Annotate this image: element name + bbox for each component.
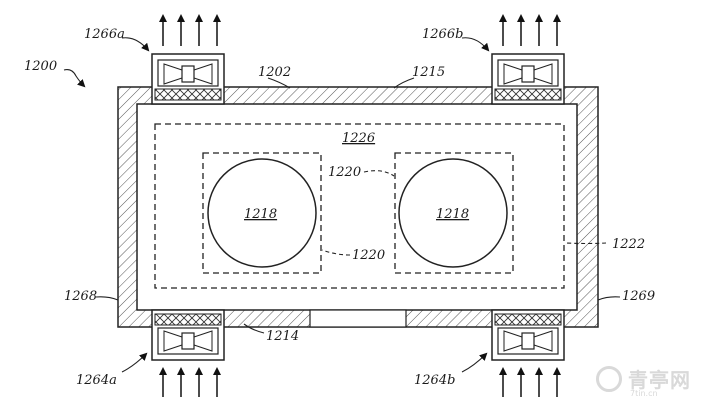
leader-1264b xyxy=(461,352,488,373)
leader-1266b xyxy=(461,37,490,52)
airflow-arrows-top-left xyxy=(159,14,221,46)
label-1264a: 1264a xyxy=(76,373,117,388)
label-1218-right: 1218 xyxy=(436,207,469,222)
fan-1264b xyxy=(491,309,565,361)
leader-1264a xyxy=(121,352,148,373)
fan-1266a xyxy=(151,53,225,105)
leader-1202 xyxy=(267,77,291,89)
bottom-opening xyxy=(309,309,407,328)
label-1220-bottom: 1220 xyxy=(352,248,385,263)
label-1218-left: 1218 xyxy=(244,207,277,222)
region-1226 xyxy=(154,123,565,289)
airflow-arrows-bottom-right xyxy=(499,367,561,397)
fan-1266b xyxy=(491,53,565,105)
airflow-arrows-bottom-left xyxy=(159,367,221,397)
watermark: 青亭网 7tin.cn xyxy=(596,362,702,398)
leader-1215 xyxy=(393,77,415,89)
leader-1220-bottom xyxy=(321,249,351,256)
label-1215: 1215 xyxy=(412,65,445,80)
leader-1220-top xyxy=(363,170,395,177)
reference-labels: 1200 1266a 1266b 1202 1215 1226 1220 121… xyxy=(24,27,655,388)
airflow-arrows-top-right xyxy=(499,14,561,46)
leader-1222 xyxy=(565,242,607,245)
label-1200: 1200 xyxy=(24,59,57,74)
label-1266b: 1266b xyxy=(422,27,463,42)
fan-1264a xyxy=(151,309,225,361)
watermark-logo-icon xyxy=(596,366,622,392)
lens-module-left xyxy=(202,152,322,274)
leader-1200 xyxy=(63,69,86,88)
label-1214: 1214 xyxy=(266,329,299,344)
label-1266a: 1266a xyxy=(84,27,125,42)
label-1226: 1226 xyxy=(342,131,375,146)
label-1268: 1268 xyxy=(64,289,97,304)
leader-1266a xyxy=(121,37,150,52)
leader-1268 xyxy=(95,296,119,301)
label-1269: 1269 xyxy=(622,289,655,304)
label-1202: 1202 xyxy=(258,65,291,80)
leader-1214 xyxy=(243,323,265,334)
label-1222: 1222 xyxy=(612,237,645,252)
label-1220-top: 1220 xyxy=(328,165,361,180)
lens-module-right xyxy=(394,152,514,274)
leader-lines xyxy=(63,37,621,373)
leader-1269 xyxy=(597,296,621,301)
watermark-url: 7tin.cn xyxy=(630,389,658,398)
label-1264b: 1264b xyxy=(414,373,455,388)
watermark-text: 青亭网 xyxy=(628,368,691,392)
housing xyxy=(117,86,599,328)
